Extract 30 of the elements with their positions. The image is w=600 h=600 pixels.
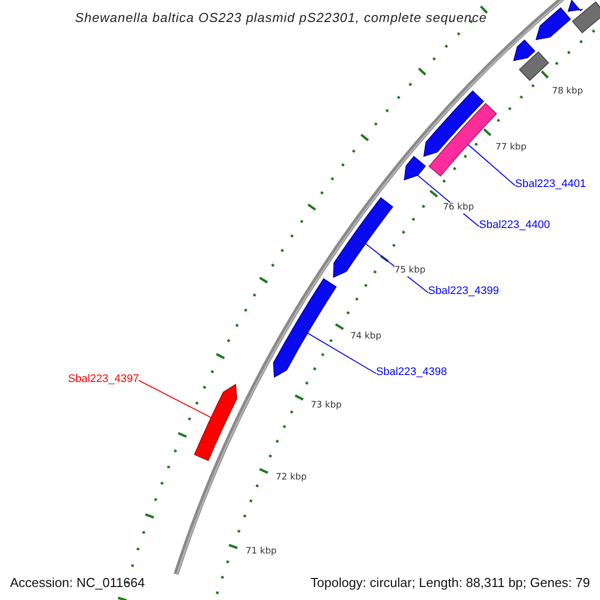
tick-label: 73 kbp [310,400,342,412]
tick-label: 76 kbp [442,202,474,214]
leader-line [138,380,212,418]
footer-text: Accession: NC_011664 [10,575,145,590]
gene-label: Sbal223_4400 [479,219,550,232]
gene-feature [513,40,536,61]
gene-feature [572,2,600,34]
tick-label: 74 kbp [350,332,382,343]
footer-text: Topology: circular; Length: 88,311 bp; Genes: 79 [310,575,590,590]
gene-label: Sbal223_4398 [376,366,447,379]
gene-feature [568,0,582,12]
gene-label: Sbal223_4397 [68,373,139,386]
gene-feature [428,103,497,176]
map-title: Shewanella baltica OS223 plasmid pS22301, complete sequence [75,10,487,25]
gene-label: Sbal223_4399 [428,285,499,298]
gene-feature [536,7,571,40]
tick-label: 75 kbp [394,265,426,276]
tick-label: 77 kbp [496,142,526,154]
gene-label: Sbal223_4401 [515,178,586,191]
gene-feature [423,90,484,157]
gene-feature [333,197,394,278]
leader-line [467,144,516,186]
tick-label: 71 kbp [246,546,277,558]
gene-feature [194,384,238,461]
gene-feature [519,51,549,81]
leader-line [307,332,376,374]
tick-label: 78 kbp [552,86,583,98]
gene-feature [404,156,426,180]
tick-label: 72 kbp [276,472,307,484]
gene-feature [273,278,337,378]
